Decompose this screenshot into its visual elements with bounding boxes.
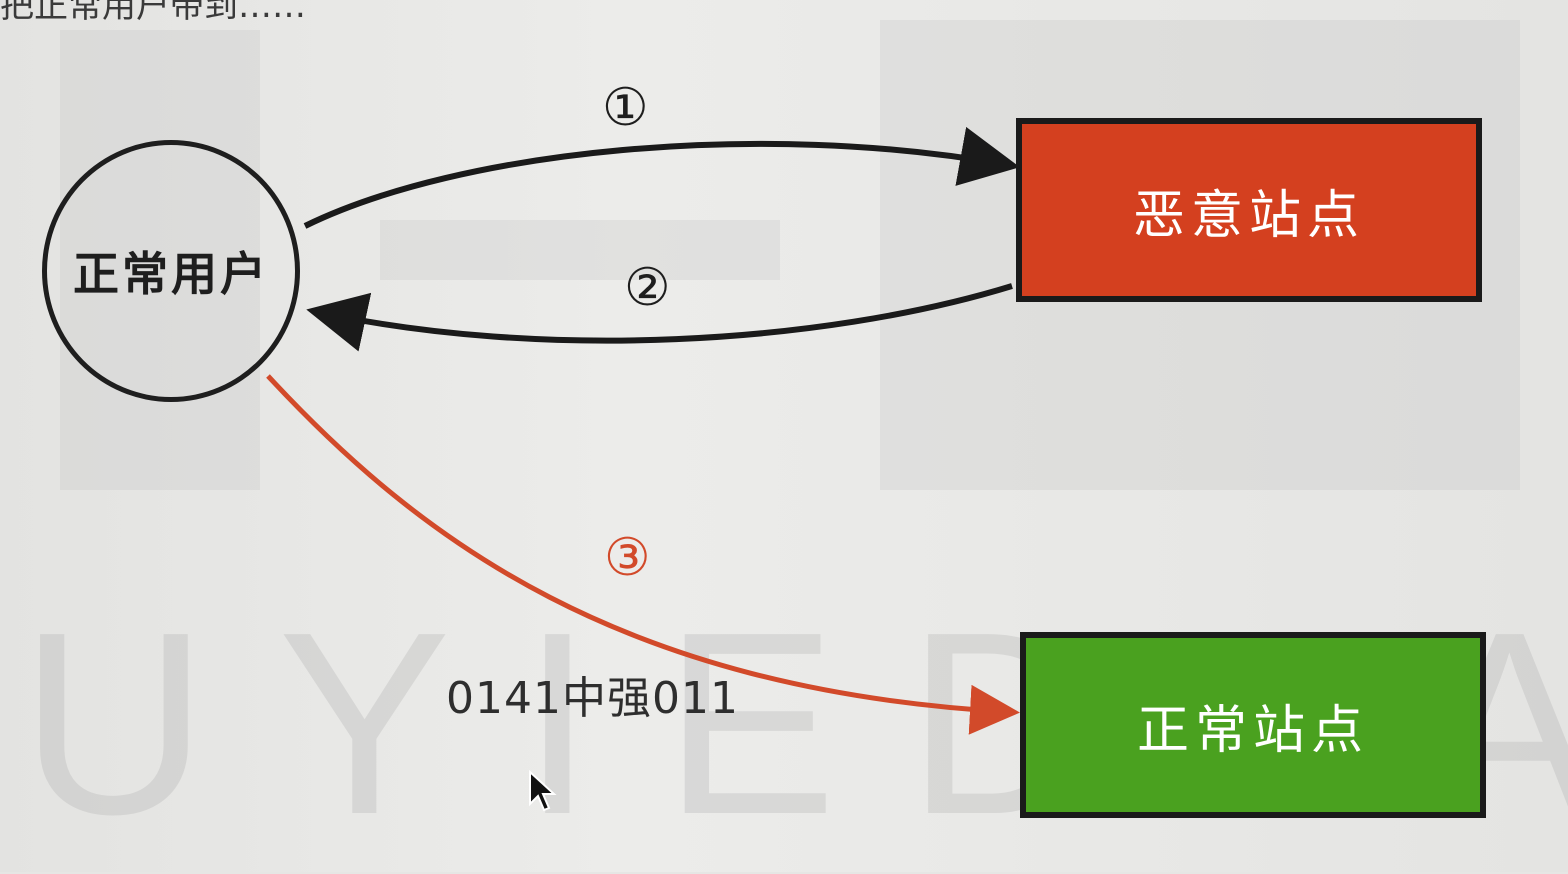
mouse-pointer-icon: [529, 770, 557, 812]
node-normal-user: 正常用户: [42, 140, 300, 402]
top-cut-text: 把正常用户带到……: [0, 0, 306, 26]
step-3-label: ③: [604, 528, 651, 588]
node-normal-site: 正常站点: [1020, 632, 1486, 818]
step-1-label: ①: [602, 78, 649, 138]
watermark-shape: [380, 220, 780, 280]
step-2-label: ②: [624, 258, 671, 318]
node-normal-user-label: 正常用户: [73, 247, 269, 301]
arrow-step-1: [303, 126, 1020, 229]
overlay-code-text: 0141中强011: [446, 673, 739, 724]
arrow-step-2: [306, 283, 1013, 352]
node-normal-site-label: 正常站点: [1136, 700, 1369, 761]
node-malicious-site: 恶意站点: [1016, 118, 1482, 302]
node-malicious-site-label: 恶意站点: [1132, 185, 1365, 246]
arrow-step-3: [266, 374, 1020, 735]
